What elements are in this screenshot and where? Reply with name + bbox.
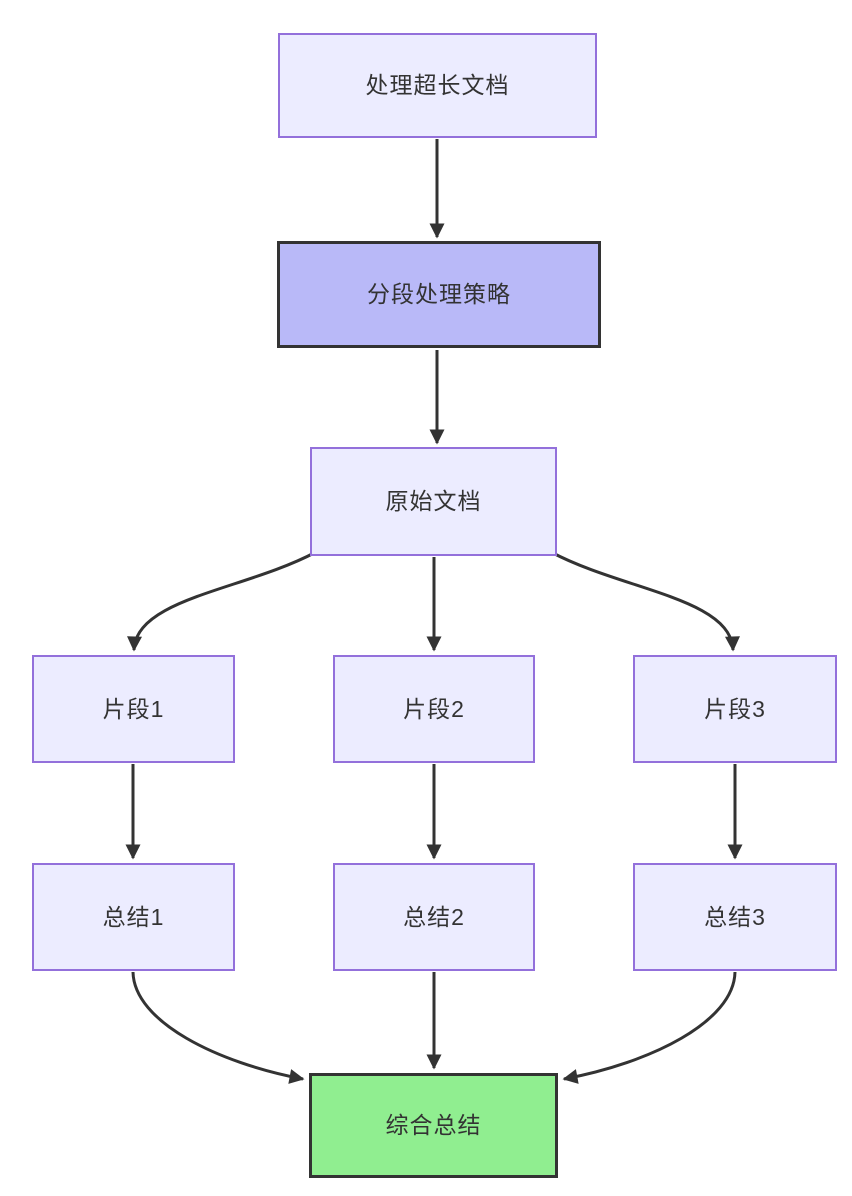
node-combined-summary: 综合总结 xyxy=(309,1073,558,1178)
node-label: 总结1 xyxy=(102,903,165,930)
node-fragment-3: 片段3 xyxy=(633,655,837,763)
node-summary-3: 总结3 xyxy=(633,863,837,971)
node-label: 分段处理策略 xyxy=(367,281,511,307)
node-label: 处理超长文档 xyxy=(365,72,510,98)
edge-s3-to-f xyxy=(562,971,737,1084)
node-label: 片段1 xyxy=(102,695,165,722)
node-label: 片段3 xyxy=(704,695,766,722)
node-original-document: 原始文档 xyxy=(310,447,557,556)
node-label: 总结2 xyxy=(403,903,465,930)
edge-c-to-d3 xyxy=(550,550,740,652)
node-fragment-1: 片段1 xyxy=(32,655,235,763)
edge-s1-to-f xyxy=(131,971,305,1084)
node-label: 总结3 xyxy=(704,903,766,930)
node-summary-2: 总结2 xyxy=(333,863,535,971)
node-summary-1: 总结1 xyxy=(32,863,235,971)
node-fragment-2: 片段2 xyxy=(333,655,535,763)
node-label: 片段2 xyxy=(403,695,465,722)
node-process-long-document: 处理超长文档 xyxy=(278,33,597,138)
node-segmentation-strategy: 分段处理策略 xyxy=(277,241,601,348)
node-label: 原始文档 xyxy=(385,488,482,514)
edge-c-to-d1 xyxy=(127,550,317,652)
node-label: 综合总结 xyxy=(385,1112,482,1138)
